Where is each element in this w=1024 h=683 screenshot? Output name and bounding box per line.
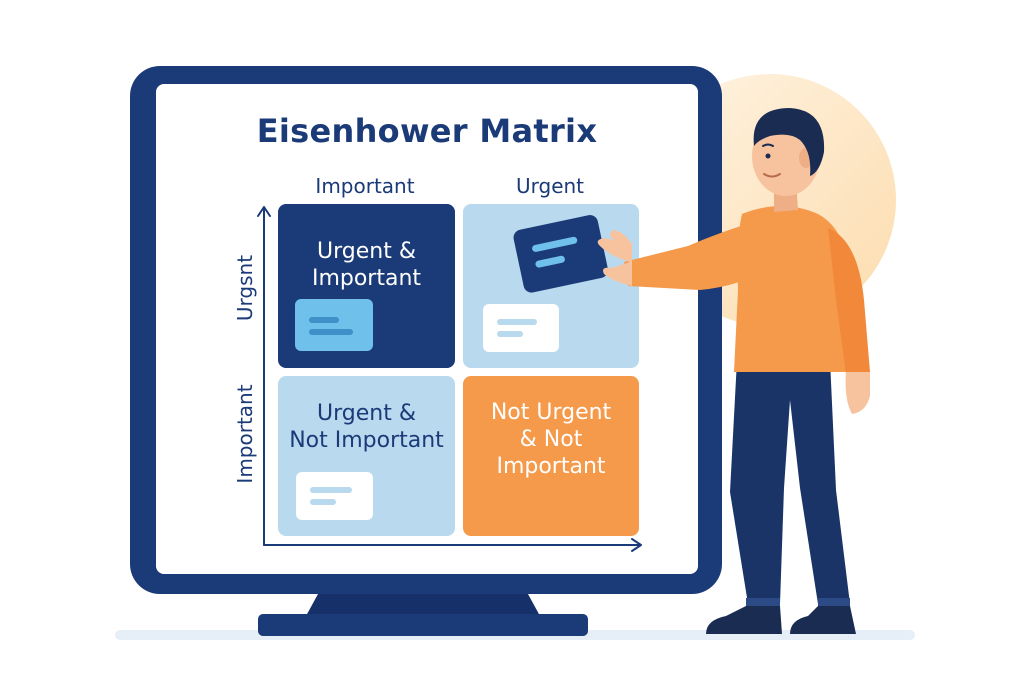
quadrant-urgent-important[interactable]: Urgent & Important [278, 204, 455, 368]
quadrant-not-urgent-not-important[interactable]: Not Urgent & Not Important [463, 376, 639, 536]
quadrant-label-line: Important [496, 454, 606, 479]
quadrant-label-line: Important [311, 266, 422, 291]
task-note[interactable] [483, 304, 559, 352]
diagram-title: Eisenhower Matrix [256, 112, 598, 150]
quadrant-label-line: Urgent & [317, 401, 416, 426]
quadrant-label-line: Not Important [289, 428, 444, 453]
column-label-urgent: Urgent [515, 174, 585, 198]
quadrant-label-line: Urgent & [317, 239, 416, 264]
task-note[interactable] [296, 472, 373, 520]
quadrant-urgent-not-important[interactable]: Urgent & Not Important [278, 376, 455, 536]
quadrant-label-line: & Not [519, 427, 583, 452]
column-label-important: Important [315, 174, 415, 198]
quadrant-label-line: Not Urgent [490, 400, 612, 425]
task-note[interactable] [295, 299, 373, 351]
